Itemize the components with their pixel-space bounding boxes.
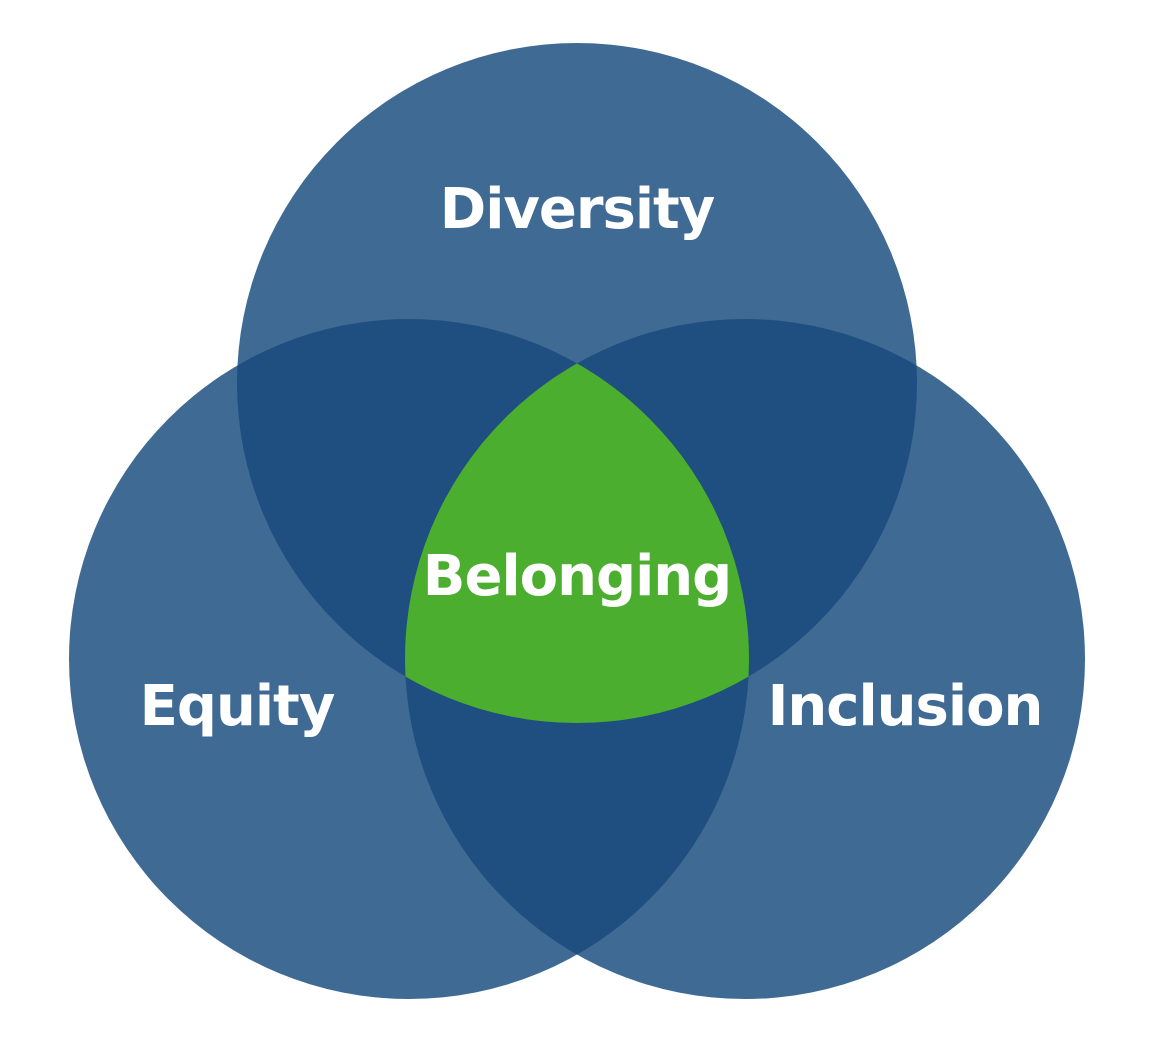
belonging-region [405,319,749,723]
equity-label: Equity [140,674,335,739]
center-region-inner [405,319,749,723]
belonging-label: Belonging [423,544,731,609]
center-region-outer [405,319,749,723]
inclusion-label: Inclusion [768,674,1043,739]
diversity-label: Diversity [440,177,715,242]
